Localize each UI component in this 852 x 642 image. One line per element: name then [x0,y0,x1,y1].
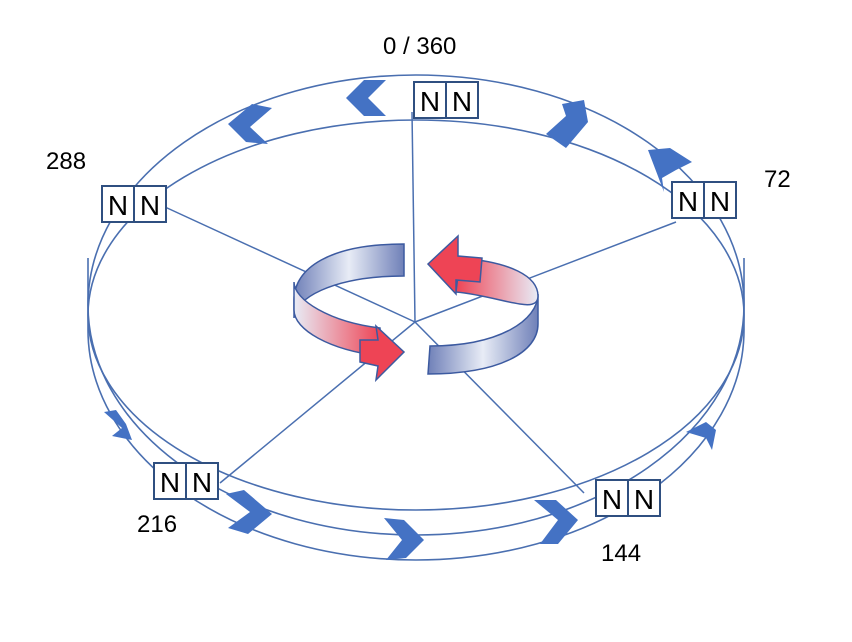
chevrons [104,80,716,560]
magnet-box [133,185,167,223]
magnet-pole-label: N [678,186,698,217]
angle-label-72: 72 [764,166,791,193]
magnet-pole-label: N [710,186,730,217]
chevron-icon [546,100,588,148]
magnet-box [185,462,219,500]
magnet-box [703,181,737,219]
rotation-arrowhead-left [426,234,483,296]
angle-label-216: 216 [137,511,178,538]
ring-top-edge [87,119,745,511]
chevron-icon [534,500,578,544]
chevron-icon [648,148,692,192]
magnet-144: N N [595,479,661,517]
magnet-pole-label: N [602,484,622,515]
magnet-pole-label: N [452,86,472,117]
magnet-box [671,181,705,219]
magnet-pole-label: N [140,190,160,221]
magnet-216: N N [153,462,219,500]
magnet-pole-label: N [160,467,180,498]
angle-label-0-360: 0 / 360 [383,33,457,60]
rotation-arrow-icon [293,234,539,383]
spoke-72 [414,221,677,323]
chevron-icon [346,80,386,116]
angle-label-144: 144 [601,540,642,567]
magnet-box [445,81,479,119]
magnet-0: N N [413,81,479,119]
chevron-icon [686,422,716,450]
chevron-icon [228,104,272,144]
magnet-72: N N [671,181,737,219]
spoke-0 [411,111,416,323]
magnet-pole-label: N [192,467,212,498]
magnet-pole-label: N [634,484,654,515]
rotation-arrowhead-right [359,324,406,383]
angle-label-288: 288 [46,148,87,175]
chevron-icon [104,410,132,440]
chevron-icon [226,490,272,534]
spokes [164,111,677,494]
magnet-box [627,479,661,517]
magnet-pole-label: N [420,86,440,117]
magnet-pole-label: N [108,190,128,221]
magnet-288: N N [101,185,167,223]
spoke-288 [164,206,416,323]
chevron-icon [384,518,424,560]
rotation-band-right [427,293,539,375]
magnet-box [413,81,447,119]
